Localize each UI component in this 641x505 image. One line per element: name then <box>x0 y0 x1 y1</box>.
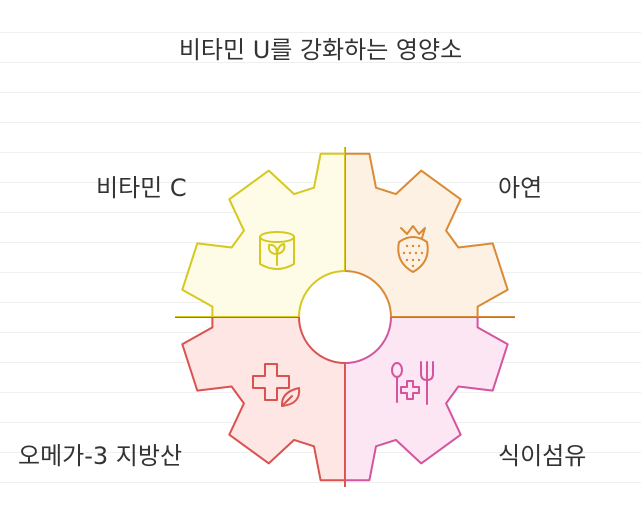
health-cross-leaf-icon <box>252 363 301 407</box>
strawberry-icon <box>397 225 429 273</box>
segment-zinc <box>345 147 515 317</box>
gear-quadrant-omega-3 <box>181 317 345 482</box>
gear-quadrant-zinc <box>345 152 509 317</box>
hole-arc-fiber <box>344 316 392 364</box>
segment-label-vitamin-c: 비타민 C <box>96 174 187 202</box>
segment-vitamin-c <box>175 147 345 317</box>
jar-leaf-icon <box>259 231 295 270</box>
hole-arc-zinc <box>344 270 392 318</box>
segment-label-fiber: 식이섬유 <box>498 442 587 470</box>
gear-quadrant-vitamin-c <box>181 152 345 317</box>
segment-omega-3 <box>175 317 345 487</box>
diagram-title: 비타민 U를 강화하는 영양소 <box>178 36 463 64</box>
segment-label-zinc: 아연 <box>498 174 543 202</box>
segment-label-omega-3: 오메가-3 지방산 <box>18 442 183 470</box>
hole-arc-omega-3 <box>298 316 346 364</box>
hole-arc-vitamin-c <box>298 270 346 318</box>
spoon-cross-fork-icon <box>391 361 434 405</box>
gear-center-hole <box>299 271 391 363</box>
